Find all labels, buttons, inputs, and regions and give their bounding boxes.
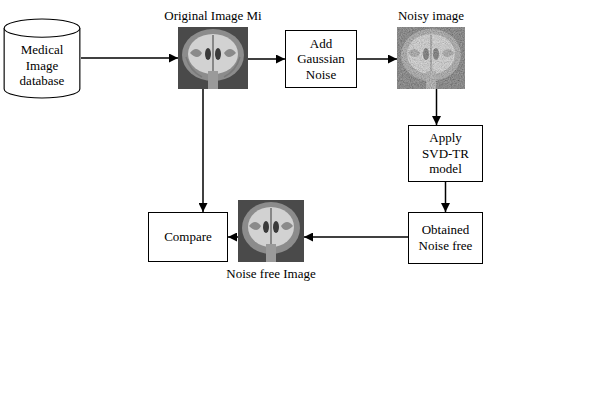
flow-arrow [357, 58, 397, 60]
noisy-brain-image [397, 27, 465, 89]
image-panel: Original Image Mi [178, 27, 248, 89]
flow-arrow [436, 89, 438, 125]
node-label: Obtained Noise free [413, 222, 478, 253]
database-cylinder: Medical Image database [3, 18, 81, 99]
node-label: Add Gaussian Noise [290, 36, 352, 83]
image-caption: Noise free Image [226, 266, 316, 282]
process-box: Compare [148, 212, 228, 262]
node-label: Compare [164, 229, 212, 245]
image-panel: Noisy image [397, 27, 465, 89]
process-box: Obtained Noise free [408, 212, 483, 264]
process-box: Apply SVD-TR model [408, 125, 483, 182]
brain-mri-image [178, 27, 248, 89]
image-caption: Noisy image [398, 8, 464, 24]
node-label: Apply SVD-TR model [413, 130, 478, 177]
process-box: Add Gaussian Noise [285, 30, 357, 88]
flow-arrow [81, 57, 178, 59]
flow-arrow [228, 236, 238, 238]
flow-arrow [304, 236, 408, 238]
image-panel: Noise free Image [238, 200, 304, 262]
flow-arrow [202, 89, 204, 212]
flow-arrow [445, 182, 447, 212]
node-label: Medical Image database [3, 42, 81, 89]
denoised-brain-image [238, 200, 304, 262]
image-caption: Original Image Mi [164, 8, 261, 24]
flow-arrow [248, 58, 285, 60]
